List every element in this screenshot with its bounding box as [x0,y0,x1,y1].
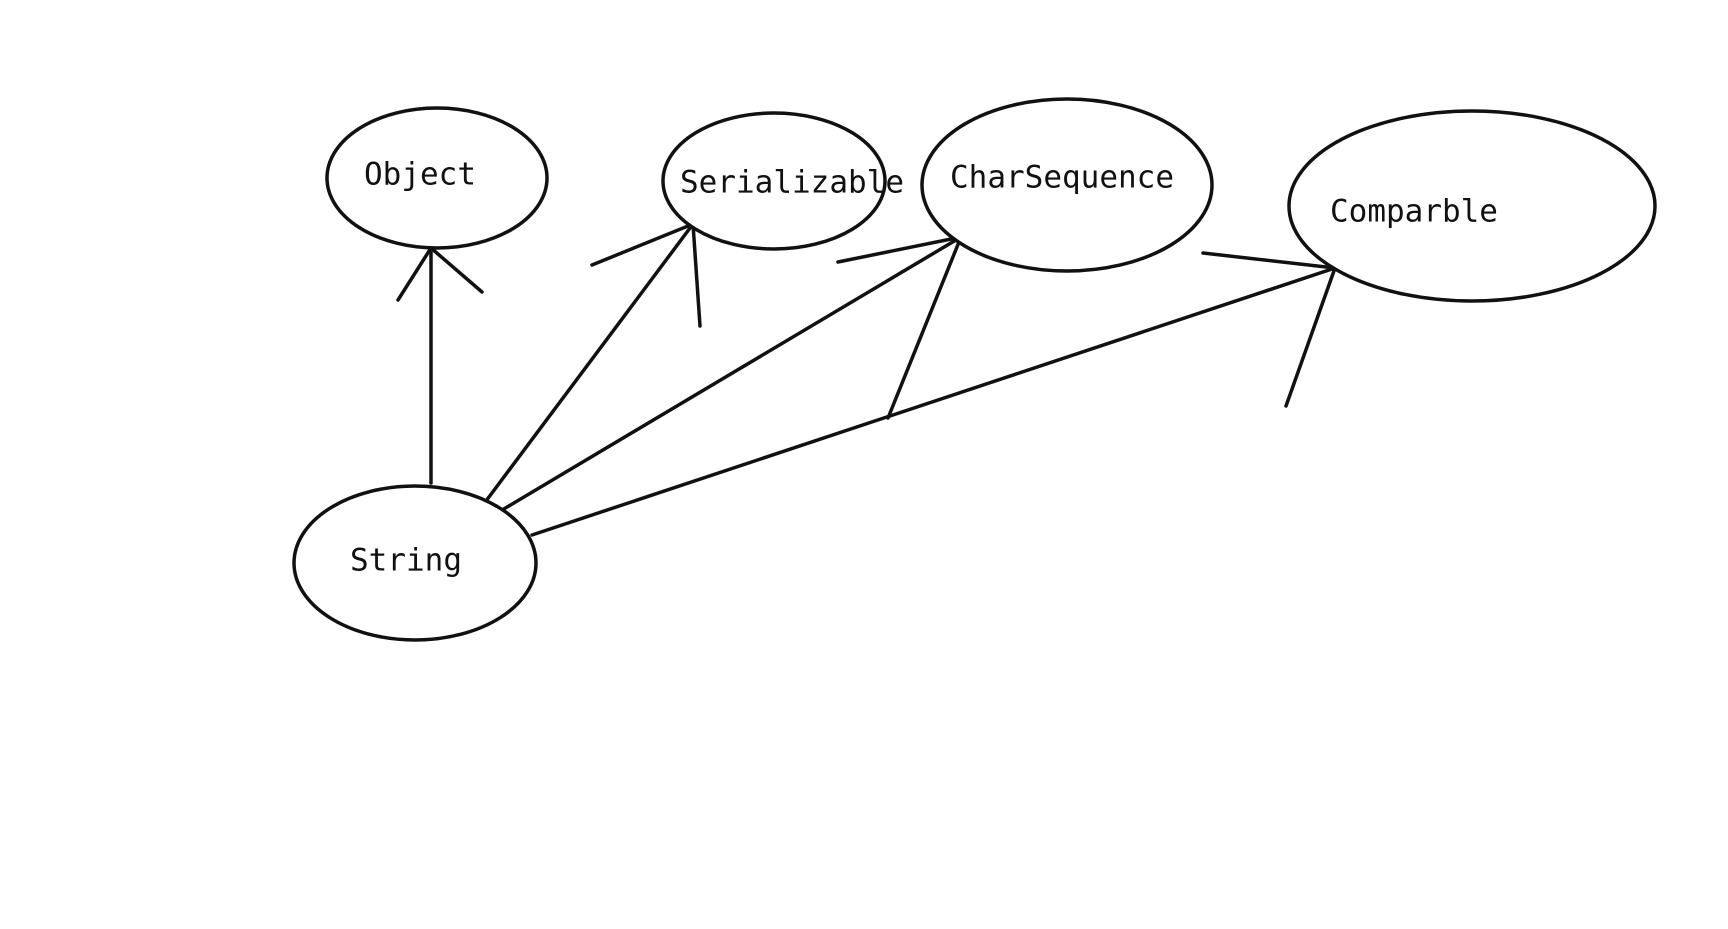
node-ellipse [920,97,1214,273]
edge-string-to-comparable [530,251,1337,537]
node-object: Object [325,106,549,250]
arrowhead-left [590,222,695,267]
node-label: Comparble [1330,194,1498,230]
node-ellipse [325,106,549,250]
node-label: Serializable [680,165,904,201]
edge-line [490,235,963,518]
node-label: CharSequence [950,160,1174,196]
arrowhead-right [429,246,484,294]
edge-line [530,266,1337,537]
arrowhead-left [396,246,433,302]
node-ellipse [292,484,538,642]
edge-string-to-object [396,246,484,485]
node-ellipse [661,111,887,251]
edge-line [484,222,695,503]
arrowhead-right [1284,266,1337,408]
arrowhead-right [886,235,963,420]
node-ellipse [1287,109,1657,303]
node-serializable: Serializable [661,111,904,251]
node-charsequence: CharSequence [920,97,1214,273]
edge-string-to-charsequence [490,235,963,518]
node-comparable: Comparble [1287,109,1657,303]
arrowhead-left [836,235,963,264]
node-label: String [350,543,462,579]
node-string: String [292,484,538,642]
node-label: Object [364,157,476,193]
edge-string-to-serializable [484,222,702,503]
arrowhead-right [691,222,702,328]
arrowhead-left [1201,251,1337,270]
